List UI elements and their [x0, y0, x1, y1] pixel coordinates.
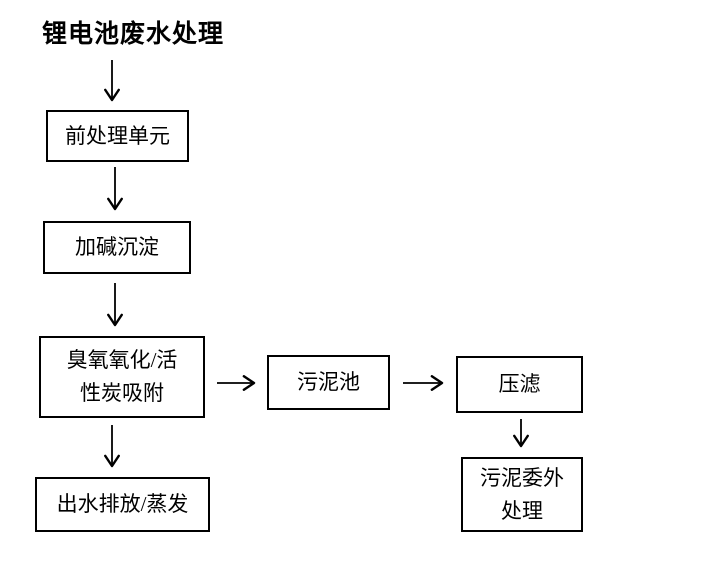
node-label: 加碱沉淀	[75, 235, 159, 259]
node-press-filtration: 压滤	[456, 356, 583, 413]
node-label: 出水排放/蒸发	[56, 492, 189, 516]
node-label-line2: 性炭吸附	[80, 381, 164, 405]
node-label: 压滤	[498, 372, 541, 396]
node-label-line1: 污泥委外	[480, 465, 564, 490]
node-sludge-outsourced: 污泥委外 处理	[461, 457, 583, 532]
node-label: 污泥池	[297, 370, 360, 394]
node-label: 前处理单元	[65, 123, 170, 148]
node-effluent-discharge: 出水排放/蒸发	[35, 477, 210, 532]
node-ozone-carbon: 臭氧氧化/活 性炭吸附	[39, 336, 205, 418]
node-alkali-precipitation: 加碱沉淀	[43, 221, 191, 274]
node-label-line2: 处理	[501, 498, 543, 523]
node-pretreatment: 前处理单元	[46, 110, 189, 162]
node-label-line1: 臭氧氧化/活	[66, 348, 178, 372]
page-title: 锂电池废水处理	[42, 21, 225, 48]
node-sludge-pool: 污泥池	[267, 355, 390, 410]
